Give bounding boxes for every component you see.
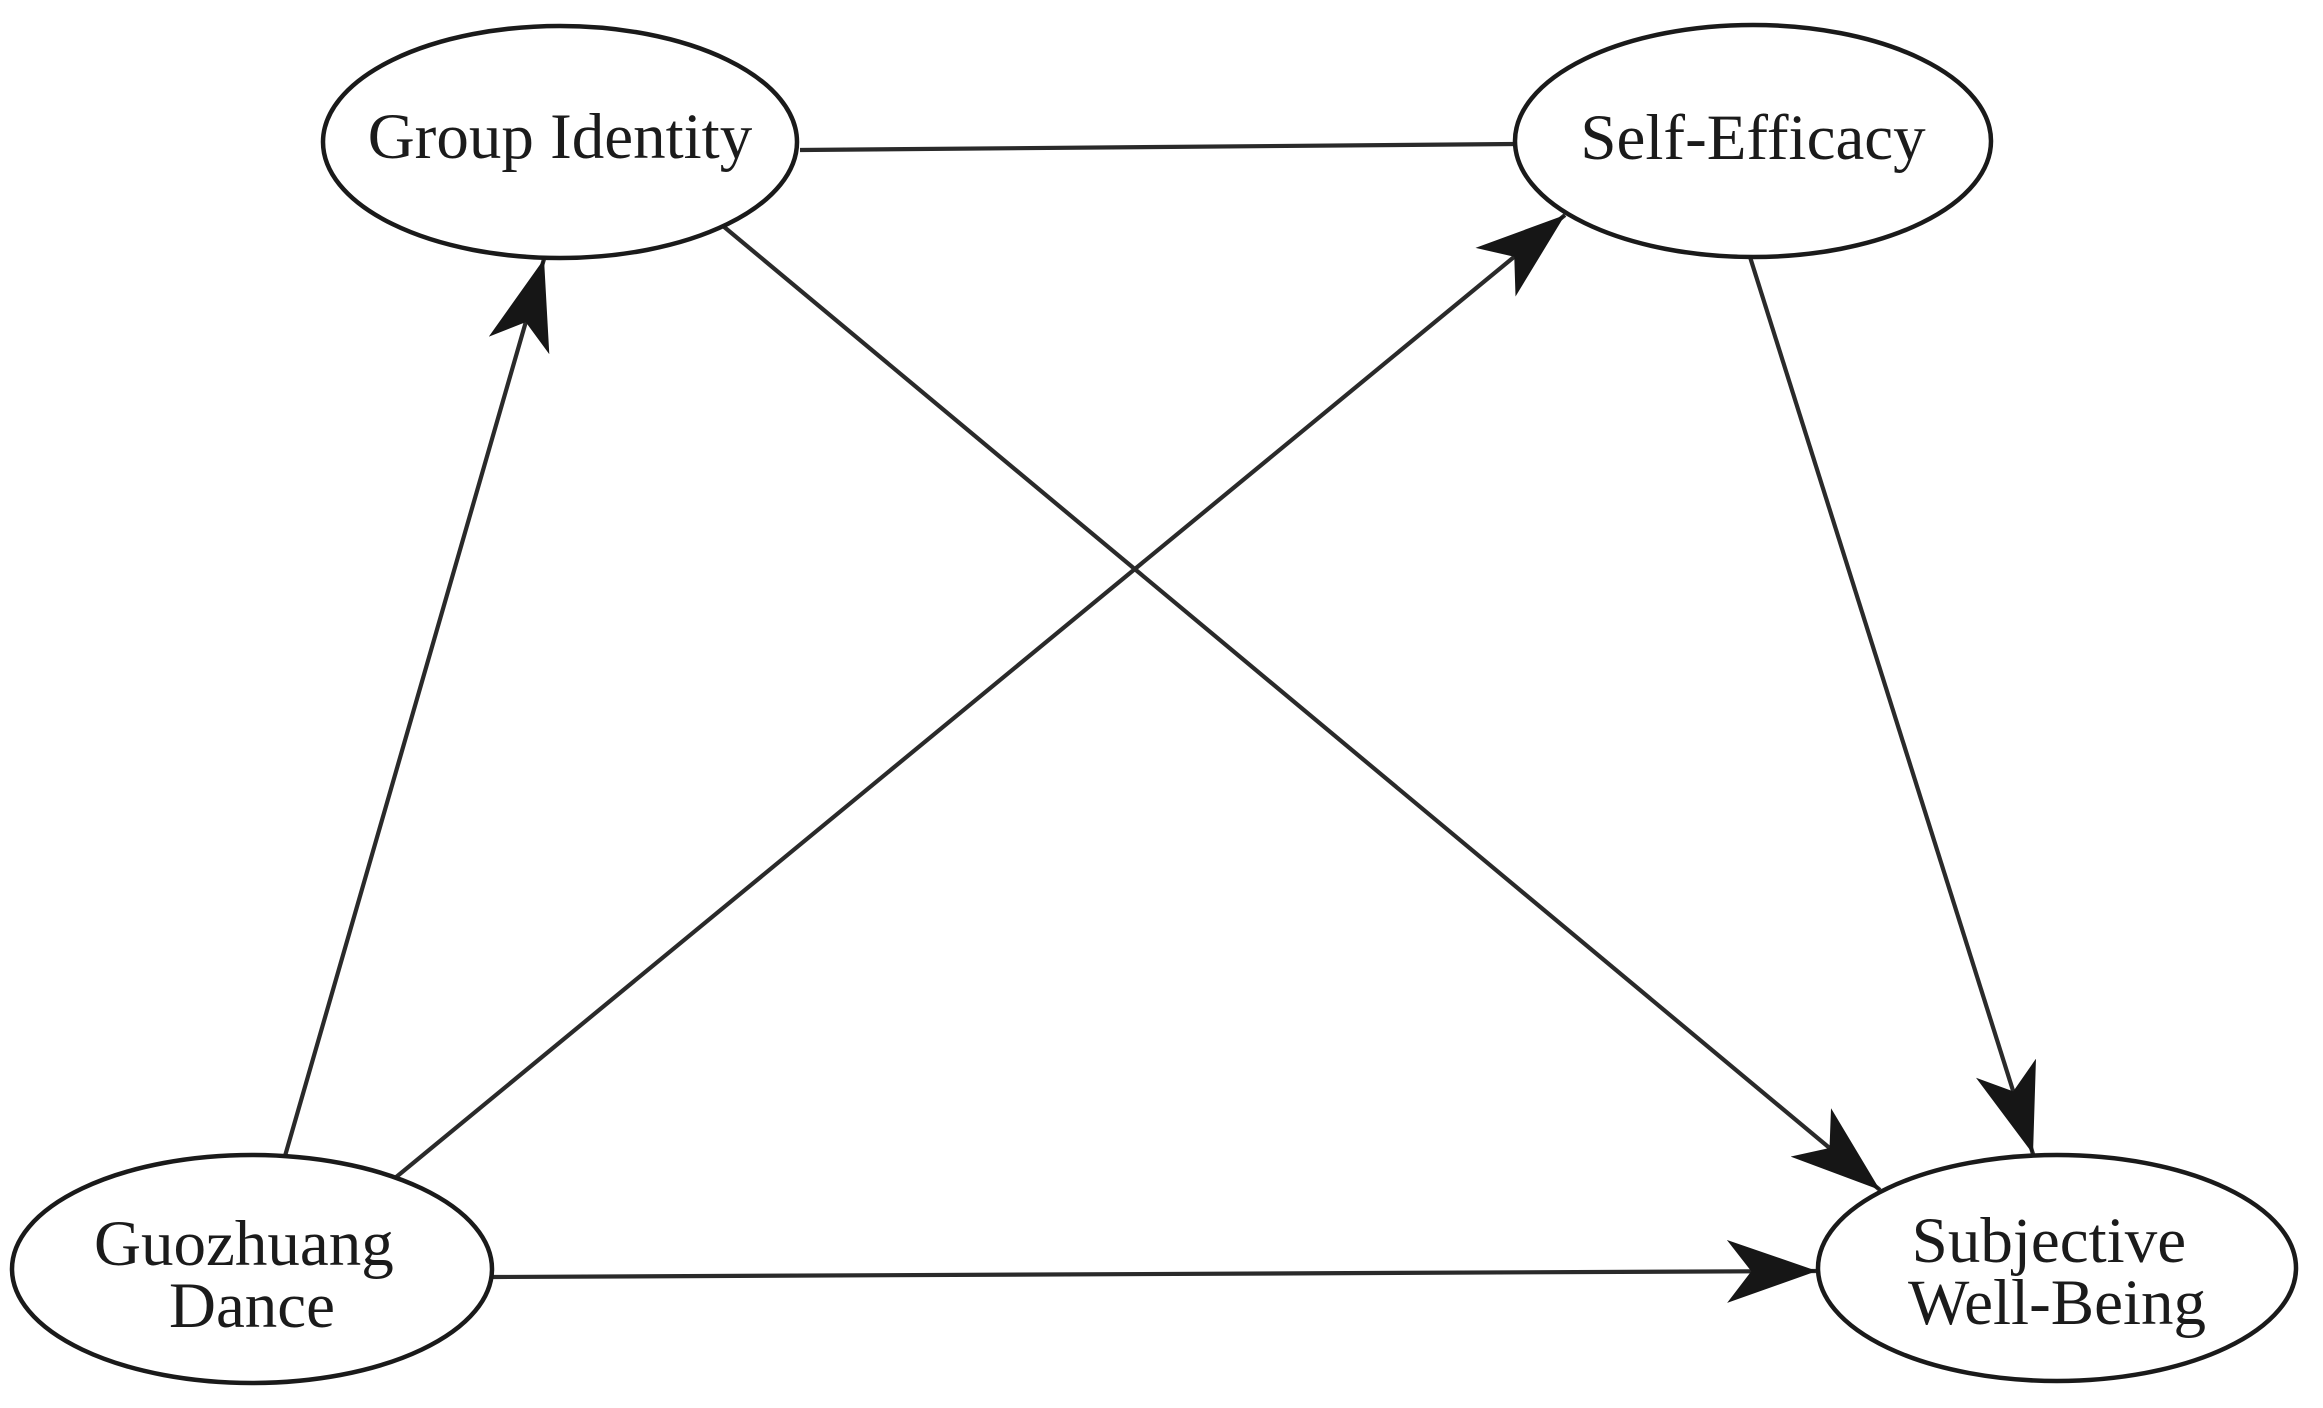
node-subjective-well-being-label: Subjective Well-Being	[1908, 1205, 2206, 1339]
node-subjective-well-being-label-line2: Well-Being	[1908, 1267, 2206, 1339]
node-guozhuang-dance	[9, 1152, 495, 1386]
node-guozhuang-dance-label-line1: Guozhuang	[94, 1208, 394, 1280]
node-guozhuang-dance-label: Guozhuang Dance	[94, 1208, 410, 1342]
node-group-identity-label: Group Identity	[368, 101, 753, 173]
edge-guozhuang-dance-to-self-efficacy	[393, 213, 1567, 1180]
node-guozhuang-dance-label-line2: Dance	[169, 1270, 335, 1342]
edge-self-efficacy-to-subjective-well-being	[1747, 256, 2036, 1155]
node-self-efficacy-label: Self-Efficacy	[1580, 102, 1926, 174]
node-subjective-well-being-label-line1: Subjective	[1912, 1205, 2186, 1277]
edge-guozhuang-dance-to-subjective-well-being	[491, 1239, 1818, 1303]
node-group-identity	[320, 23, 800, 261]
node-subjective-well-being	[1815, 1152, 2299, 1384]
edge-guozhuang-dance-to-group-identity	[282, 258, 550, 1157]
edge-group-identity-self-efficacy-link	[799, 141, 1517, 153]
node-self-efficacy	[1512, 22, 1994, 260]
edge-group-identity-to-subjective-well-being	[721, 224, 1882, 1192]
